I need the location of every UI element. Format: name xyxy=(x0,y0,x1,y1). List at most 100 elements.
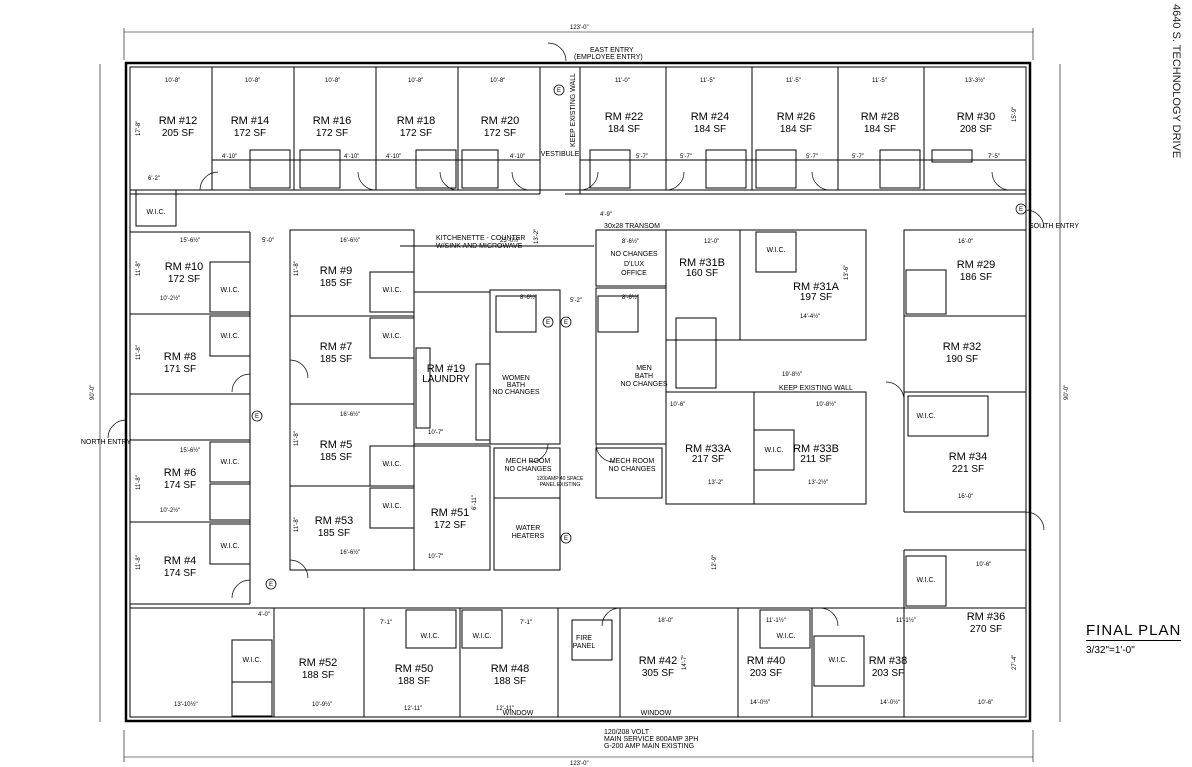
wic-label: W.I.C. xyxy=(146,209,165,216)
svg-text:E: E xyxy=(557,88,561,94)
dim: 13'-2" xyxy=(534,229,540,244)
rm50-name: RM #50 xyxy=(395,663,434,675)
dim: 10'-8" xyxy=(408,78,423,84)
rm14-sf: 172 SF xyxy=(234,128,266,139)
transom-label: 30x28 TRANSOM xyxy=(604,223,660,230)
wic-label: W.I.C. xyxy=(828,657,847,664)
dim: 10'-7" xyxy=(428,430,443,436)
dim: 10'-8" xyxy=(490,78,505,84)
rm12-name: RM #12 xyxy=(159,115,198,127)
service-2: MAIN SERVICE 800AMP 3PH xyxy=(604,736,698,743)
rm31b-sf: 160 SF xyxy=(686,268,718,279)
rm22-sf: 184 SF xyxy=(608,124,640,135)
wic-label: W.I.C. xyxy=(764,447,783,454)
svg-text:E: E xyxy=(255,414,259,420)
right-overall-dim: 90'-0" xyxy=(1064,385,1070,400)
rm31a-sf: 197 SF xyxy=(800,292,832,303)
rm53-name: RM #53 xyxy=(315,515,354,527)
rm28-name: RM #28 xyxy=(861,111,900,123)
wic-label: W.I.C. xyxy=(916,413,935,420)
rm48-name: RM #48 xyxy=(491,663,530,675)
women-1: WOMEN xyxy=(502,375,530,382)
rm34-sf: 221 SF xyxy=(952,464,984,475)
dim: 11'-1½" xyxy=(766,617,786,624)
dlux-2: D'LUX xyxy=(624,261,644,268)
dim: 17'-8" xyxy=(136,121,142,136)
dim: 11'-5" xyxy=(872,78,887,84)
dim: 18'-0" xyxy=(658,618,673,624)
mech-room-right: MECH ROOM xyxy=(610,458,655,465)
dim: 13'-2" xyxy=(708,480,723,486)
women-3: NO CHANGES xyxy=(492,389,539,396)
dim: 7'-1" xyxy=(520,620,532,626)
rm53-sf: 185 SF xyxy=(318,528,350,539)
east-entry-sub: (EMPLOYEE ENTRY) xyxy=(574,54,643,61)
rm38-sf: 203 SF xyxy=(872,668,904,679)
rm30-sf: 208 SF xyxy=(960,124,992,135)
dim: 11'-8" xyxy=(136,345,142,360)
fire-panel-1: FIRE xyxy=(576,635,592,642)
rm29-sf: 186 SF xyxy=(960,272,992,283)
dim: 13'-2½" xyxy=(808,479,828,486)
fire-panel-2: PANEL xyxy=(573,643,596,650)
rm26-name: RM #26 xyxy=(777,111,816,123)
wic-label: W.I.C. xyxy=(776,633,795,640)
dim: 10'-9½" xyxy=(312,701,332,708)
svg-text:E: E xyxy=(546,320,550,326)
rm4-sf: 174 SF xyxy=(164,568,196,579)
rm19-sf: LAUNDRY xyxy=(422,374,470,385)
dim: 13'-3½" xyxy=(965,77,985,84)
rm32-sf: 190 SF xyxy=(946,354,978,365)
keep-existing-wall: KEEP EXISTING WALL xyxy=(779,385,853,392)
vestibule-label: VESTIBULE xyxy=(541,151,580,158)
wic-label: W.I.C. xyxy=(766,247,785,254)
dim: 27'-4" xyxy=(1012,655,1018,670)
dim: 16'-6½" xyxy=(340,237,360,244)
rm18-sf: 172 SF xyxy=(400,128,432,139)
dim: 4'-10" xyxy=(510,154,525,160)
dim: 4'-9" xyxy=(600,212,612,218)
dim: 11'-1½" xyxy=(896,617,916,624)
rm9-sf: 185 SF xyxy=(320,278,352,289)
water-heaters-2: HEATERS xyxy=(512,533,545,540)
dim: 8'-6½" xyxy=(622,294,639,301)
plan-title: FINAL PLAN xyxy=(1086,622,1182,641)
svg-text:E: E xyxy=(564,536,568,542)
women-2: BATH xyxy=(507,382,525,389)
wic-label: W.I.C. xyxy=(382,287,401,294)
rm8-sf: 171 SF xyxy=(164,364,196,375)
dim: 4'-10" xyxy=(222,154,237,160)
wic-label: W.I.C. xyxy=(916,577,935,584)
dim: 10'-7" xyxy=(428,554,443,560)
men-3: NO CHANGES xyxy=(620,381,667,388)
rm29-name: RM #29 xyxy=(957,259,996,271)
rm14-name: RM #14 xyxy=(231,115,270,127)
rm19-name: RM #19 xyxy=(427,363,466,375)
keep-wall-vertical: KEEP EXISTING WALL xyxy=(570,73,577,147)
dim: 5'-7" xyxy=(636,154,648,160)
right-inner-block xyxy=(665,229,867,505)
annotation-labels: EAST ENTRY (EMPLOYEE ENTRY) SOUTH ENTRY … xyxy=(81,47,1080,750)
rm20-name: RM #20 xyxy=(481,115,520,127)
dim: 11'-8" xyxy=(136,475,142,490)
dim: 25'-0½" xyxy=(500,237,520,244)
rm7-name: RM #7 xyxy=(320,341,352,353)
east-entry-label: EAST ENTRY xyxy=(590,47,634,54)
rm16-sf: 172 SF xyxy=(316,128,348,139)
dim: 5'-0" xyxy=(262,238,274,244)
rm34-name: RM #34 xyxy=(949,451,988,463)
left-room-column xyxy=(130,231,251,605)
dim: 16'-6½" xyxy=(340,411,360,418)
dim: 11'-5" xyxy=(700,78,715,84)
rm33b-sf: 211 SF xyxy=(800,454,832,465)
rm12-sf: 205 SF xyxy=(162,128,194,139)
rm24-name: RM #24 xyxy=(691,111,730,123)
dim: 15'-6½" xyxy=(180,237,200,244)
rm52-name: RM #52 xyxy=(299,657,338,669)
rm40-name: RM #40 xyxy=(747,655,786,667)
exit-tags: E E E E E E E xyxy=(251,84,1027,590)
dim: 12'-0" xyxy=(704,239,719,245)
dim: 6'-11" xyxy=(472,495,478,510)
rm16-name: RM #16 xyxy=(313,115,352,127)
